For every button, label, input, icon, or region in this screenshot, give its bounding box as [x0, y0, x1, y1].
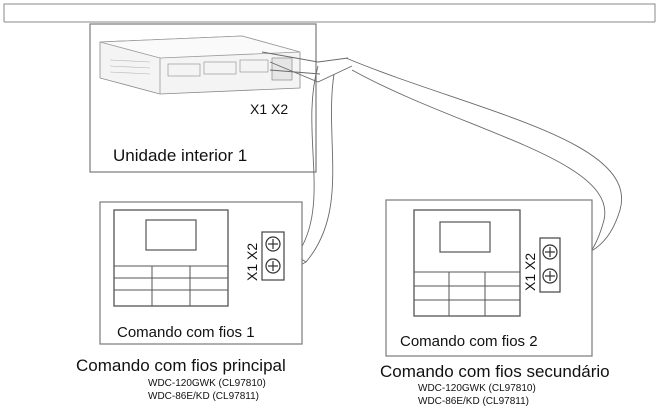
cable-to-main-left: [299, 65, 319, 251]
cable-to-main-right: [305, 73, 335, 263]
cable-to-secondary-top: [345, 57, 623, 259]
controller-secondary-model-1: WDC-120GWK (CL97810): [418, 383, 536, 394]
indoor-unit-illustration: [99, 35, 301, 95]
indoor-unit-terminal-label: X1 X2: [250, 101, 288, 117]
controller-secondary: X1 X2 Comando com fios 2: [385, 199, 593, 357]
controller-main-device: [113, 209, 229, 307]
controller-secondary-model-2: WDC-86E/KD (CL97811): [418, 396, 529, 407]
controller-main-label: Comando com fios 1: [117, 324, 255, 341]
controller-secondary-terminal-block: [539, 237, 561, 293]
controller-main-model-2: WDC-86E/KD (CL97811): [148, 391, 259, 402]
controller-main: X1 X2 Comando com fios 1: [99, 201, 303, 345]
controller-main-model-1: WDC-120GWK (CL97810): [148, 378, 266, 389]
diagram-frame: [3, 3, 656, 22]
controller-secondary-device: [413, 209, 521, 317]
indoor-unit: X1 X2 Unidade interior 1: [89, 23, 317, 173]
controller-secondary-label: Comando com fios 2: [400, 333, 538, 350]
indoor-unit-label: Unidade interior 1: [113, 146, 247, 165]
controller-main-terminal-block: [261, 231, 285, 281]
controller-secondary-caption: Comando com fios secundário: [380, 362, 610, 381]
controller-main-caption: Comando com fios principal: [76, 356, 286, 375]
controller-main-terminal-label: X1 X2: [244, 243, 260, 281]
controller-secondary-terminal-label: X1 X2: [522, 253, 538, 291]
wire-unit-x2: [269, 61, 353, 83]
wire-unit-x1: [261, 51, 349, 63]
